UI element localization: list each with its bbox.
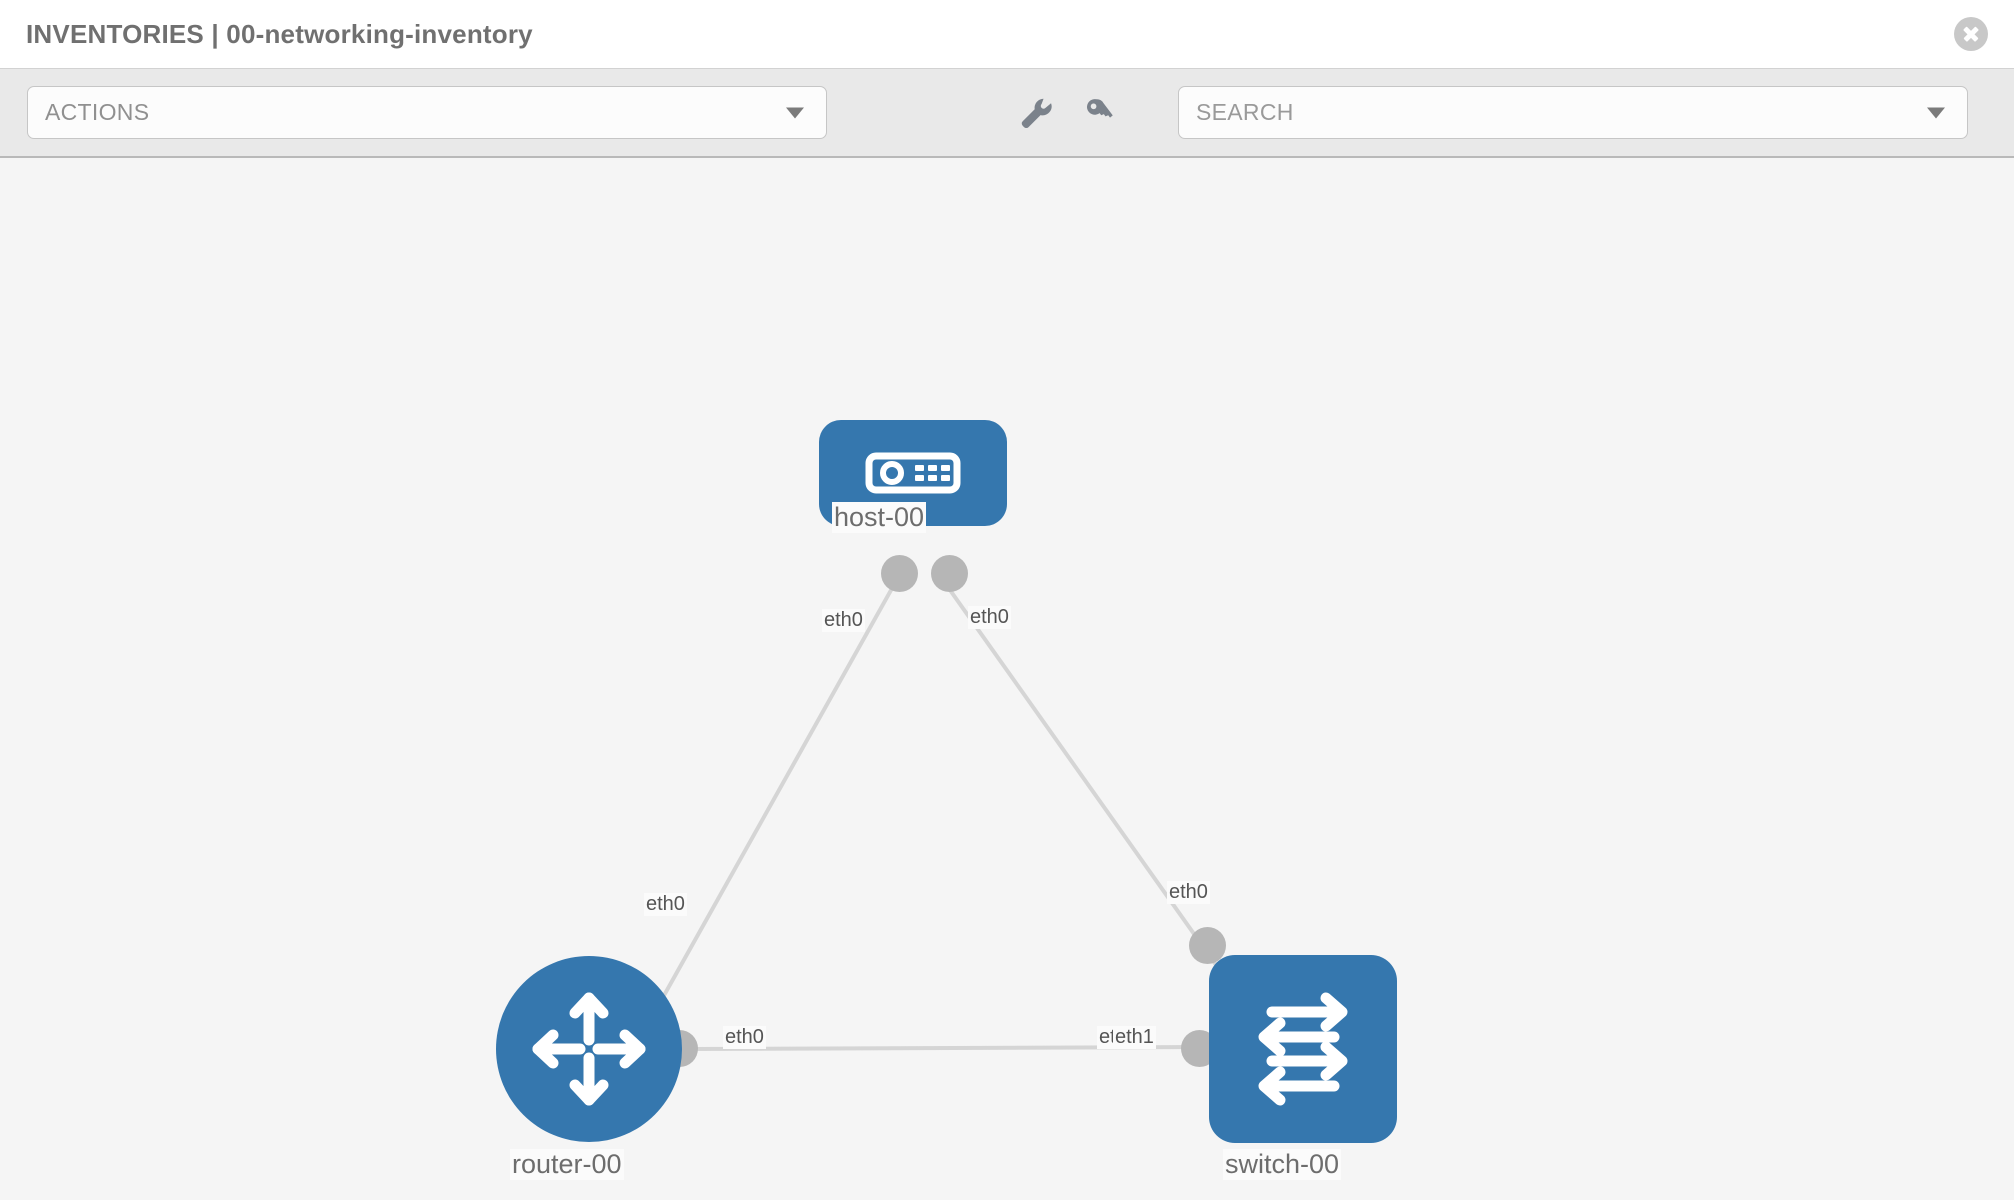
iface-label-host-eth0-left: eth0 <box>822 609 865 632</box>
key-icon[interactable] <box>1081 95 1117 131</box>
close-icon[interactable] <box>1954 17 1988 51</box>
iface-label-router-eth0-side: eth0 <box>723 1026 766 1049</box>
router-icon-shape[interactable] <box>496 956 682 1142</box>
node-label-switch-00: switch-00 <box>1223 1149 1342 1181</box>
iface-label-host-eth0-right: eth0 <box>968 606 1011 629</box>
port-dot[interactable] <box>931 555 968 592</box>
node-label-host-00: host-00 <box>832 502 927 534</box>
link-host-router <box>646 581 897 1026</box>
port-dot[interactable] <box>1189 927 1226 964</box>
server-appliance-icon <box>865 452 961 494</box>
topology-links <box>646 581 1245 1051</box>
switch-arrows-icon <box>1258 992 1348 1106</box>
search-input[interactable]: SEARCH <box>1178 86 1968 139</box>
chevron-down-icon <box>786 107 804 118</box>
iface-label-switch-eth1-side: eth1 <box>1113 1026 1156 1049</box>
search-placeholder: SEARCH <box>1196 99 1294 125</box>
iface-label-router-eth0-up: eth0 <box>644 893 687 916</box>
actions-dropdown[interactable]: ACTIONS <box>27 86 827 139</box>
router-arrows-icon <box>532 992 646 1106</box>
port-dot[interactable] <box>881 555 918 592</box>
toolbar-icon-group <box>1017 95 1117 131</box>
wrench-icon[interactable] <box>1017 95 1053 131</box>
iface-label-switch-eth0-up: eth0 <box>1167 881 1210 904</box>
page-header: INVENTORIES | 00-networking-inventory <box>0 0 2014 68</box>
node-label-router-00: router-00 <box>510 1149 624 1181</box>
toolbar: ACTIONS SEARCH <box>0 68 2014 158</box>
topology-canvas[interactable]: host-00 router-00 <box>0 158 2014 1198</box>
switch-icon-shape[interactable] <box>1209 955 1397 1143</box>
chevron-down-icon <box>1927 107 1945 118</box>
actions-dropdown-label: ACTIONS <box>45 99 150 125</box>
page-title: INVENTORIES | 00-networking-inventory <box>26 18 533 49</box>
